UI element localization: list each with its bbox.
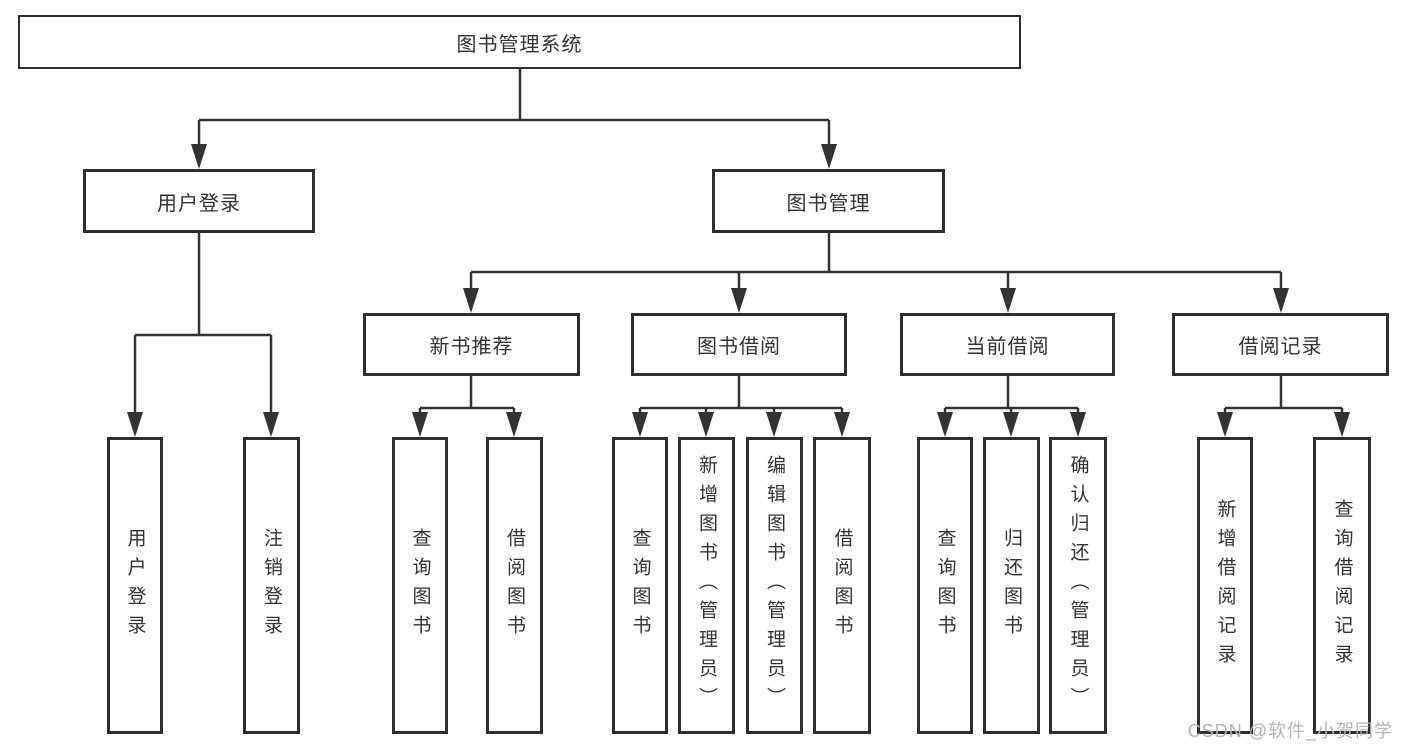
- node-root: 图书管理系统: [18, 15, 1021, 69]
- leaf-query-borrow-record-label: 查询借阅记录: [1331, 498, 1353, 673]
- leaf-query-books-current-label: 查询图书: [934, 527, 956, 644]
- leaf-user-login-label: 用户登录: [124, 527, 146, 644]
- node-new-book-recommend: 新书推荐: [363, 313, 580, 376]
- leaf-return-books: 归还图书: [983, 437, 1040, 734]
- node-book-management: 图书管理: [712, 169, 945, 233]
- leaf-query-books-borrow-label: 查询图书: [629, 527, 651, 644]
- node-current-borrow-label: 当前借阅: [965, 336, 1050, 358]
- leaf-borrow-books-label: 借阅图书: [831, 527, 853, 644]
- wire-currentborrow-to-leaves: [943, 376, 1080, 413]
- leaf-borrow-books: 借阅图书: [813, 437, 871, 734]
- node-borrow-record: 借阅记录: [1172, 313, 1389, 376]
- node-user-login: 用户登录: [83, 169, 315, 233]
- arrowheads: [127, 144, 1350, 437]
- node-book-borrow: 图书借阅: [631, 313, 847, 376]
- wire-userlogin-to-leaves: [133, 233, 273, 413]
- leaf-query-books-recommend-label: 查询图书: [409, 527, 431, 644]
- node-user-login-label: 用户登录: [157, 192, 241, 215]
- leaf-add-books-admin-label: 新增图书（管理员）: [696, 455, 717, 716]
- leaf-logout-label: 注销登录: [261, 527, 282, 644]
- leaf-add-borrow-record-label: 新增借阅记录: [1214, 498, 1236, 673]
- node-current-borrow: 当前借阅: [900, 313, 1115, 376]
- csdn-watermark: CSDN @软件_小贺同学: [1187, 721, 1393, 741]
- leaf-user-login: 用户登录: [107, 437, 163, 734]
- leaf-confirm-return-admin-label: 确认归还（管理员）: [1067, 455, 1089, 716]
- leaf-borrow-books-recommend: 借阅图书: [486, 437, 543, 734]
- wire-root-to-level2: [197, 69, 831, 145]
- wire-bookmgmt-to-level3: [469, 233, 1283, 289]
- node-new-book-recommend-label: 新书推荐: [429, 336, 514, 358]
- wire-bookborrow-to-leaves: [638, 376, 844, 413]
- leaf-logout: 注销登录: [243, 437, 300, 734]
- leaf-add-books-admin: 新增图书（管理员）: [678, 437, 735, 734]
- node-book-borrow-label: 图书借阅: [697, 336, 781, 358]
- wire-newbook-to-leaves: [418, 376, 516, 413]
- leaf-confirm-return-admin: 确认归还（管理员）: [1049, 437, 1107, 734]
- leaf-edit-books-admin-label: 编辑图书（管理员）: [764, 455, 785, 716]
- leaf-query-books-borrow: 查询图书: [612, 437, 668, 734]
- wire-borrowrecord-to-leaves: [1223, 376, 1344, 413]
- leaf-query-borrow-record: 查询借阅记录: [1313, 437, 1371, 734]
- leaf-edit-books-admin: 编辑图书（管理员）: [746, 437, 803, 734]
- leaf-return-books-label: 归还图书: [1001, 527, 1022, 644]
- leaf-borrow-books-recommend-label: 借阅图书: [504, 527, 525, 644]
- node-book-management-label: 图书管理: [786, 192, 871, 215]
- node-root-label: 图书管理系统: [456, 33, 583, 56]
- leaf-query-books-current: 查询图书: [917, 437, 973, 734]
- node-borrow-record-label: 借阅记录: [1238, 336, 1323, 358]
- leaf-query-books-recommend: 查询图书: [392, 437, 448, 734]
- leaf-add-borrow-record: 新增借阅记录: [1197, 437, 1253, 734]
